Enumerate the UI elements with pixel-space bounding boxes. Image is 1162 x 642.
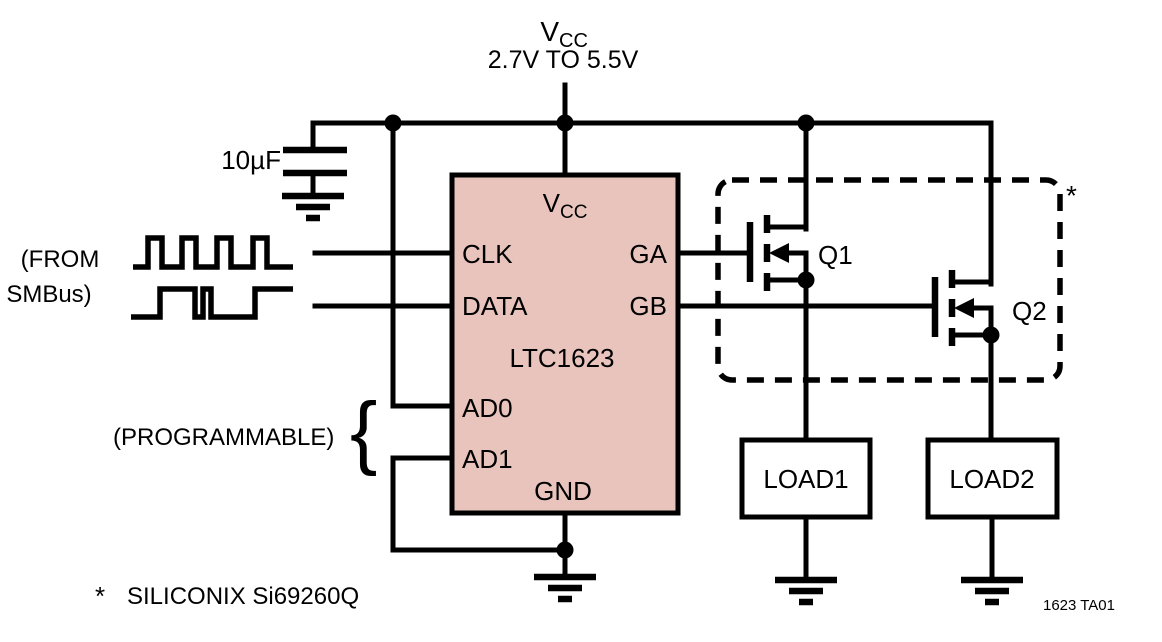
mosfet-q2: [935, 120, 1000, 443]
ground-symbol: [282, 196, 344, 218]
chip-pin-vcc-subscript: CC: [560, 202, 587, 223]
junction-dot: [556, 541, 574, 559]
chip-pin-vcc: V: [543, 188, 561, 218]
power-rail: [310, 82, 994, 178]
supply-voltage-label: V: [540, 16, 559, 47]
chip-pin-clk: CLK: [462, 239, 513, 269]
mosfet-q1: [750, 120, 815, 443]
ad0-to-vcc-wire: [390, 120, 455, 409]
smbus-label-line2: SMBus): [6, 281, 91, 308]
footnote-text: SILICONIX Si69260Q: [127, 583, 359, 610]
load2-box: LOAD2: [925, 437, 1060, 602]
chip-pin-ad1: AD1: [462, 444, 513, 474]
dashed-package-outline: [715, 177, 1063, 383]
ground-symbol: [775, 580, 837, 602]
ground-symbol: [534, 577, 596, 599]
signal-wires: [312, 120, 596, 599]
footnote-marker: *: [95, 581, 105, 611]
load1-label: LOAD1: [763, 464, 848, 494]
load2-label: LOAD2: [949, 464, 1034, 494]
q1-label: Q1: [818, 240, 853, 270]
supply-voltage-subscript: CC: [559, 30, 588, 52]
programmable-label: (PROGRAMMABLE): [113, 424, 334, 451]
programmable-brace: {: [350, 386, 377, 477]
package-footnote-marker: *: [1066, 180, 1077, 211]
clk-waveform: [133, 235, 293, 270]
bypass-capacitor: [282, 120, 347, 218]
chip-body: [449, 172, 681, 516]
chip-part-number: LTC1623: [509, 343, 614, 373]
load1-box: LOAD1: [739, 437, 873, 602]
capacitor-value-label: 10µF: [221, 145, 281, 175]
q2-label: Q2: [1012, 296, 1047, 326]
ad1-to-gnd-wire: [390, 455, 568, 553]
figure-id: 1623 TA01: [1043, 597, 1115, 614]
data-waveform: [131, 286, 293, 320]
chip-pin-gb: GB: [629, 291, 667, 321]
chip-pin-gnd: GND: [534, 476, 592, 506]
junction-dot: [556, 114, 574, 132]
chip-pin-ga: GA: [629, 239, 667, 269]
chip-pin-data: DATA: [462, 291, 528, 321]
ltc1623-chip: V CC CLK DATA LTC1623 AD0 AD1 GND GA GB: [449, 172, 681, 516]
chip-pin-ad0: AD0: [462, 393, 513, 423]
ground-symbol: [961, 580, 1023, 602]
supply-range-label: 2.7V TO 5.5V: [488, 46, 639, 74]
smbus-label-line1: (FROM: [21, 246, 100, 273]
